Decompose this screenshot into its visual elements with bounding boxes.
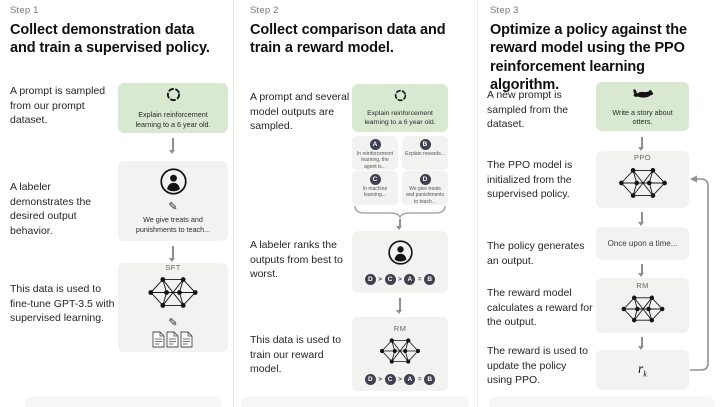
neural-network-icon (147, 274, 199, 316)
rank-op: > (398, 375, 402, 383)
output-letter-badge: D (419, 174, 431, 185)
prompt-card-step1: Explain reinforcement learning to a 6 ye… (118, 83, 228, 133)
column-divider (477, 0, 478, 407)
arrow-down-icon (638, 212, 644, 226)
rank-badge: C (384, 273, 396, 285)
prompt-card-step3: Write a story about otters. (596, 82, 689, 131)
rm-tag: RM (636, 281, 649, 290)
sft-tag: SFT (165, 262, 181, 272)
step3-note-ppo-init: The PPO model is initialized from the su… (487, 159, 573, 201)
neural-network-icon (617, 165, 669, 206)
reward-symbol: rk (637, 361, 648, 379)
pencil-icon: ✎ (168, 316, 178, 329)
output-letter-badge: C (369, 174, 381, 185)
rank-badge: A (404, 273, 416, 285)
prompt-text-step3: Write a story about otters. (612, 107, 673, 126)
output-text: In reinforcement learning, the agent is.… (356, 151, 394, 170)
step2-note-train-rm: This data is used to train our reward mo… (250, 334, 342, 376)
step3-note-output: The policy generates an output. (487, 240, 585, 267)
step3-label: Step 3 (490, 5, 519, 16)
arrow-down-icon (396, 298, 402, 314)
step2-heading: Collect comparison data and train a rewa… (250, 22, 446, 57)
prompt-card-step2: Explain reinforcement learning to a 6 ye… (352, 84, 448, 132)
otter-icon (631, 87, 655, 105)
output-text: Explain rewards... (405, 151, 445, 157)
neural-network-icon (620, 293, 666, 330)
reward-value-card: rk (596, 350, 689, 390)
ranking-row: D > C > A = B (364, 273, 436, 285)
rm-tag: RM (393, 323, 407, 333)
rank-op: > (398, 275, 402, 283)
ranking-row: D > C > A = B (364, 373, 436, 385)
rank-op: > (378, 375, 383, 383)
rank-badge: C (384, 373, 396, 385)
sample-icon (394, 89, 407, 107)
arrow-down-icon (638, 337, 644, 350)
arrow-down-icon (396, 219, 402, 230)
output-card-c: C In machine learning... (352, 171, 398, 205)
output-letter-badge: B (419, 139, 431, 150)
person-icon (159, 168, 187, 200)
sft-model-card: SFT ✎ (118, 263, 228, 352)
output-text: In machine learning... (362, 186, 388, 199)
next-row-card-edge (25, 396, 222, 407)
step3-note-reward: The reward model calculates a reward for… (487, 287, 593, 329)
rank-badge: D (364, 373, 376, 385)
step2-note-sampled: A prompt and several model outputs are s… (250, 91, 350, 133)
step1-note-finetune: This data is used to fine-tune GPT-3.5 w… (10, 283, 115, 325)
step3-heading: Optimize a policy against the reward mod… (490, 22, 687, 94)
policy-output-card: Once upon a time... (596, 227, 689, 260)
labeler-card-step2: D > C > A = B (352, 231, 448, 293)
step2-note-ranks: A labeler ranks the outputs from best to… (250, 239, 343, 281)
output-card-d: D We give treats and punishments to teac… (402, 171, 448, 205)
arrow-down-icon (169, 246, 175, 262)
arrow-down-icon (638, 264, 644, 277)
prompt-text-step1: Explain reinforcement learning to a 6 ye… (135, 110, 211, 129)
rank-badge: A (404, 373, 416, 385)
ppo-tag: PPO (633, 153, 652, 162)
labeler-card-step1: ✎ We give treats and punishments to teac… (118, 161, 228, 241)
rank-op: = (417, 275, 422, 283)
sample-icon (166, 87, 181, 107)
step1-heading: Collect demonstration data and train a s… (10, 22, 210, 57)
labeler-demo-text: We give treats and punishments to teach.… (135, 215, 211, 234)
policy-output-text: Once upon a time... (607, 239, 678, 248)
step3-note-prompt: A new prompt is sampled from the dataset… (487, 89, 569, 131)
rank-badge: B (424, 373, 436, 385)
step1-note-labeler: A labeler demonstrates the desired outpu… (10, 181, 92, 238)
rm-model-card-step3: RM (596, 278, 689, 333)
person-icon (387, 239, 413, 270)
step1-note-prompt: A prompt is sampled from our prompt data… (10, 85, 106, 127)
output-letter-badge: A (369, 139, 381, 150)
documents-icon (152, 331, 194, 353)
arrow-down-icon (169, 138, 175, 154)
output-text: We give treats and punishments to teach.… (405, 186, 445, 205)
step1-label: Step 1 (10, 5, 39, 16)
prompt-text-step2: Explain reinforcement learning to a 6 ye… (364, 109, 436, 126)
output-card-a: A In reinforcement learning, the agent i… (352, 136, 398, 170)
column-divider (233, 0, 234, 407)
rank-badge: D (364, 273, 376, 285)
step2-label: Step 2 (250, 5, 279, 16)
step3-note-update: The reward is used to update the policy … (487, 345, 588, 387)
ppo-model-card: PPO (596, 151, 689, 208)
output-card-b: B Explain rewards... (402, 136, 448, 170)
brace-icon (352, 205, 448, 223)
rm-model-card-step2: RM D > C > A = B (352, 317, 448, 391)
arrow-down-icon (638, 137, 644, 151)
pencil-icon: ✎ (168, 201, 178, 214)
rank-badge: B (424, 273, 436, 285)
rank-op: = (417, 375, 422, 383)
next-row-card-edge (241, 396, 469, 407)
rank-op: > (378, 275, 383, 283)
neural-network-icon (378, 336, 422, 371)
next-row-card-edge (489, 396, 715, 407)
